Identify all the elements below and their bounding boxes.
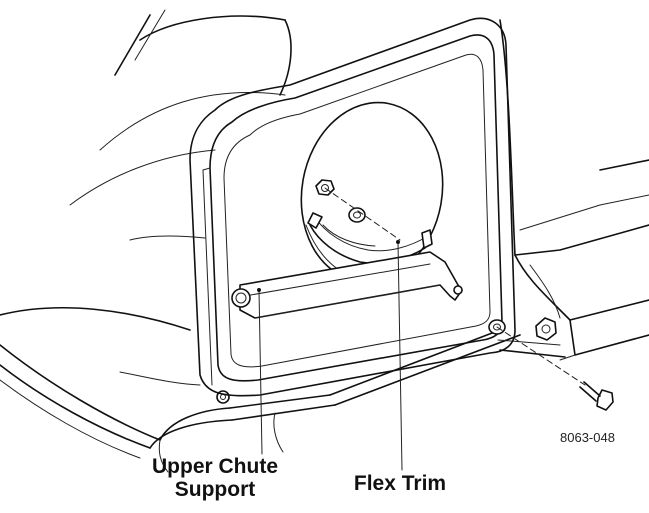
bolt-head <box>596 389 614 411</box>
bracket-hole <box>453 285 463 295</box>
upper-chute-support-line1: Upper Chute <box>152 455 278 478</box>
washer <box>348 207 366 223</box>
upper-chute-support-line2: Support <box>174 478 256 501</box>
figure-code: 8063-048 <box>560 430 615 445</box>
right-housing <box>497 19 649 361</box>
flex-trim-leader <box>397 241 403 471</box>
support-bolt-head <box>231 288 251 308</box>
leader-lines <box>257 240 403 471</box>
assembly-lines <box>324 187 586 386</box>
upper-chute-support-bracket <box>231 251 463 319</box>
right-nut <box>535 317 557 341</box>
flex-trim-label: Flex Trim <box>353 472 447 495</box>
right-hardware <box>488 317 614 411</box>
housing-dome <box>0 9 292 331</box>
upper-chute-support-label: Upper Chute Support <box>150 455 280 501</box>
upper-chute-support-leader <box>258 289 263 455</box>
